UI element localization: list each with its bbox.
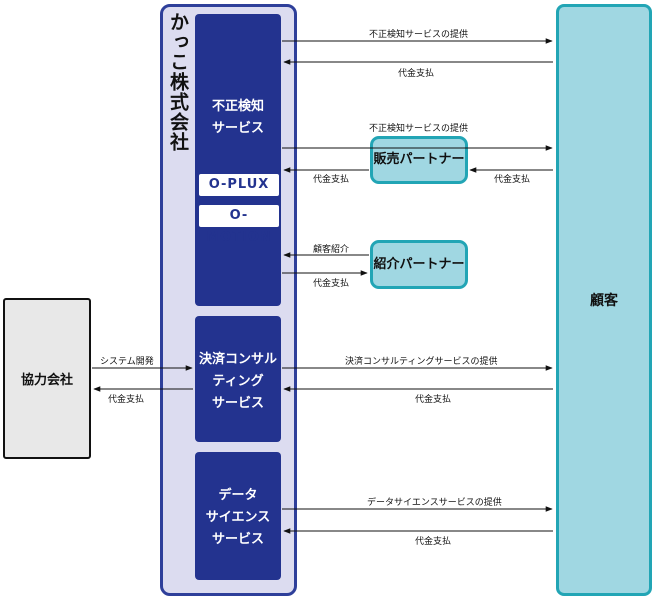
product-o-plux: O-PLUX [199,174,279,196]
label-referral-pay: 代金支払 [313,279,350,289]
customer-label: 顧客 [590,293,618,309]
company-name: かっこ株式会社 [167,12,189,152]
collaborator-box: 協力会社 [3,298,91,459]
label-fraud-service: 不正検知サービスの提供 [369,30,469,40]
sales-partner-box: 販売パートナー [370,136,468,184]
label-system-dev: システム開発 [100,357,154,367]
product-o-motion: O-MOTION [199,205,279,245]
collaborator-label: 協力会社 [20,373,73,388]
label-consult-service: 決済コンサルティングサービスの提供 [345,357,498,367]
fraud-detection-service: 不正検知 サービス [195,14,281,306]
label-sales-service: 不正検知サービスの提供 [369,124,469,134]
data-science-label: データ サイエンス サービス [205,488,271,547]
fraud-detection-label: 不正検知 サービス [211,99,264,136]
payment-consulting-label: 決済コンサル ティング サービス [198,352,277,411]
label-collab-pay: 代金支払 [108,395,145,405]
data-science-service: データ サイエンス サービス [195,452,281,580]
label-data-service: データサイエンスサービスの提供 [367,498,502,508]
customer-box: 顧客 [556,4,652,596]
payment-consulting-service: 決済コンサル ティング サービス [195,316,281,442]
label-data-pay: 代金支払 [415,537,452,547]
label-sales-pay-left: 代金支払 [313,175,350,185]
label-sales-pay-right: 代金支払 [494,175,531,185]
label-fraud-payment: 代金支払 [398,69,435,79]
label-referral-intro: 顧客紹介 [313,245,350,255]
referral-partner-box: 紹介パートナー [370,240,468,289]
label-consult-pay: 代金支払 [415,395,452,405]
